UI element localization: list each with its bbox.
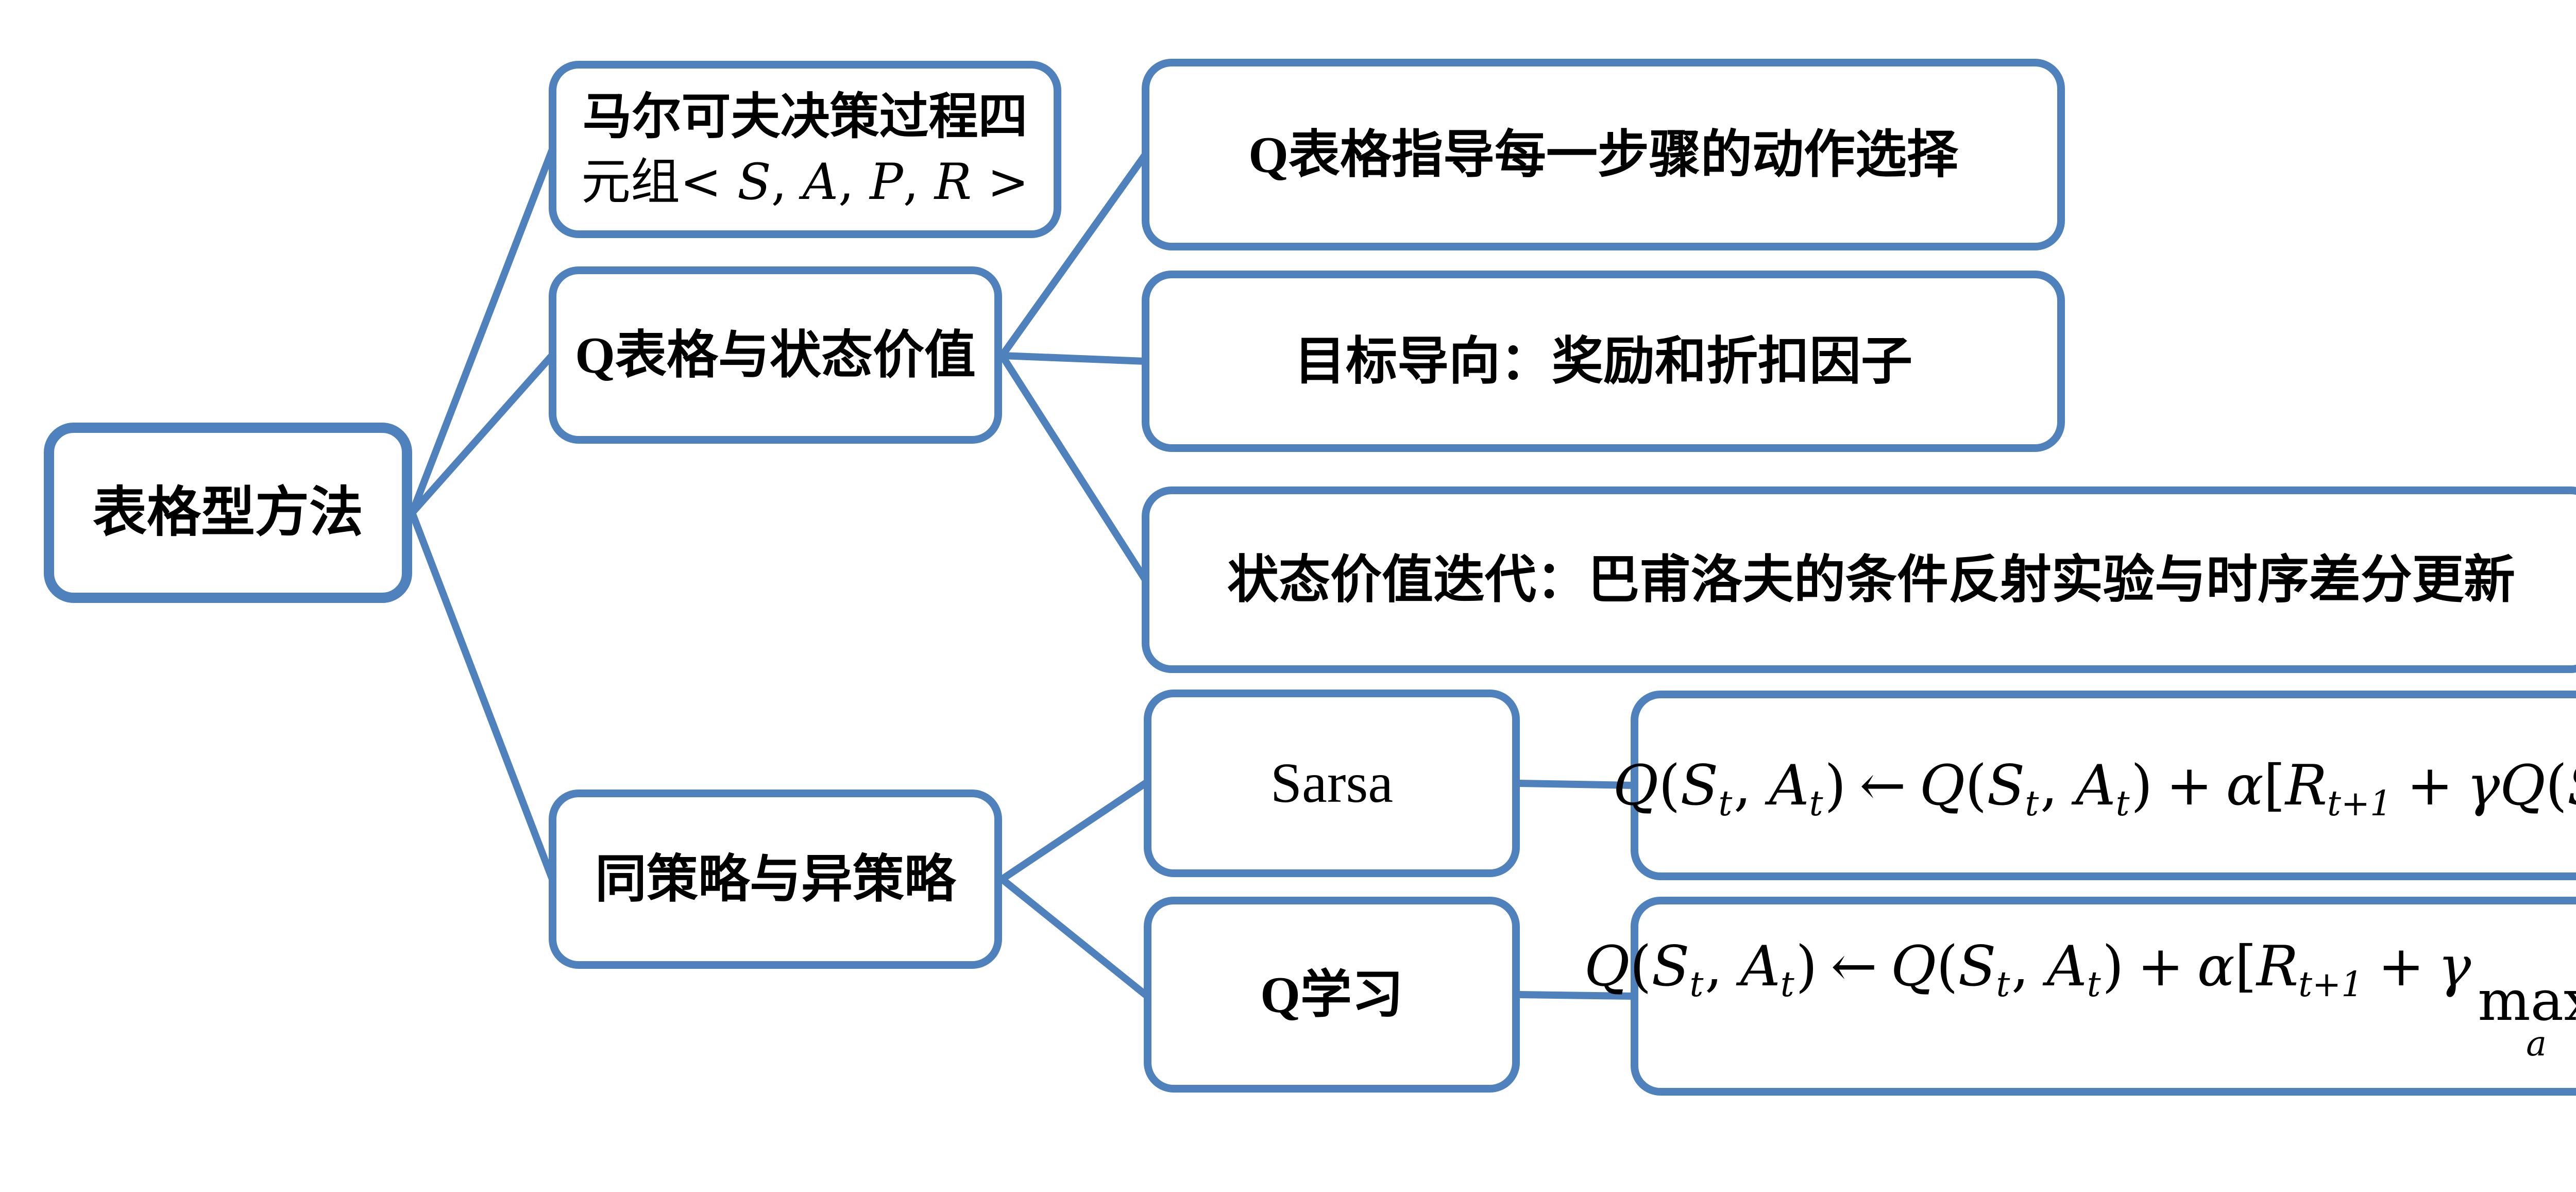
connector-root-policy <box>409 509 556 883</box>
connector-root-qtable <box>409 351 556 516</box>
node-goal-label: 目标导向：奖励和折扣因子 <box>1294 332 1912 390</box>
sarsa-update-formula: Q(St, At)←Q(St, At)+α[Rt+1+γQ(St+1, At+1… <box>1613 753 2576 824</box>
node-action-selection-label: Q表格指导每一步骤的动作选择 <box>1248 126 1958 183</box>
node-state-value-iteration: 状态价值迭代：巴甫洛夫的条件反射实验与时序差分更新 <box>1142 486 2576 673</box>
node-policy-label: 同策略与异策略 <box>595 850 956 908</box>
node-sarsa-label: Sarsa <box>1270 751 1394 815</box>
node-root-label: 表格型方法 <box>92 482 363 543</box>
connector-qtable-goal <box>998 352 1149 365</box>
connector-policy-qlearning <box>998 876 1149 998</box>
node-sarsa-formula: Q(St, At)←Q(St, At)+α[Rt+1+γQ(St+1, At+1… <box>1613 691 2576 880</box>
connector-qtable-action <box>998 151 1149 359</box>
node-on-off-policy: 同策略与异策略 <box>549 790 1002 969</box>
node-qlearning-formula: Q(St, At)←Q(St, At)+α[Rt+1+γmaxaQ(St+1, … <box>1584 897 2576 1096</box>
node-goal-oriented: 目标导向：奖励和折扣因子 <box>1142 271 2065 452</box>
node-sarsa: Sarsa <box>1144 690 1520 877</box>
node-mdp-tuple: 马尔可夫决策过程四 元组< S, A, P, R > <box>549 61 1061 238</box>
node-mdp-line1: 马尔可夫决策过程四 <box>582 89 1028 144</box>
connector-qtable-iteration <box>998 352 1149 583</box>
connector-sarsa-formula <box>1516 780 1638 789</box>
connector-root-mdp <box>409 146 556 516</box>
node-qlearning: Q学习 <box>1144 897 1520 1093</box>
node-qtable-label: Q表格与状态价值 <box>575 326 976 384</box>
connector-policy-sarsa <box>998 780 1149 883</box>
qlearning-update-formula: Q(St, At)←Q(St, At)+α[Rt+1+γmaxaQ(St+1, … <box>1584 934 2576 1064</box>
node-value-iteration-label: 状态价值迭代：巴甫洛夫的条件反射实验与时序差分更新 <box>1227 551 2515 609</box>
node-qtable-state-value: Q表格与状态价值 <box>549 266 1002 444</box>
node-root-tabular-methods: 表格型方法 <box>44 423 412 603</box>
node-qlearning-label: Q学习 <box>1260 966 1403 1023</box>
node-qtable-action-selection: Q表格指导每一步骤的动作选择 <box>1142 59 2065 250</box>
connector-qlearning-formula <box>1516 991 1638 1000</box>
node-mdp-line2: 元组< S, A, P, R > <box>581 153 1029 211</box>
